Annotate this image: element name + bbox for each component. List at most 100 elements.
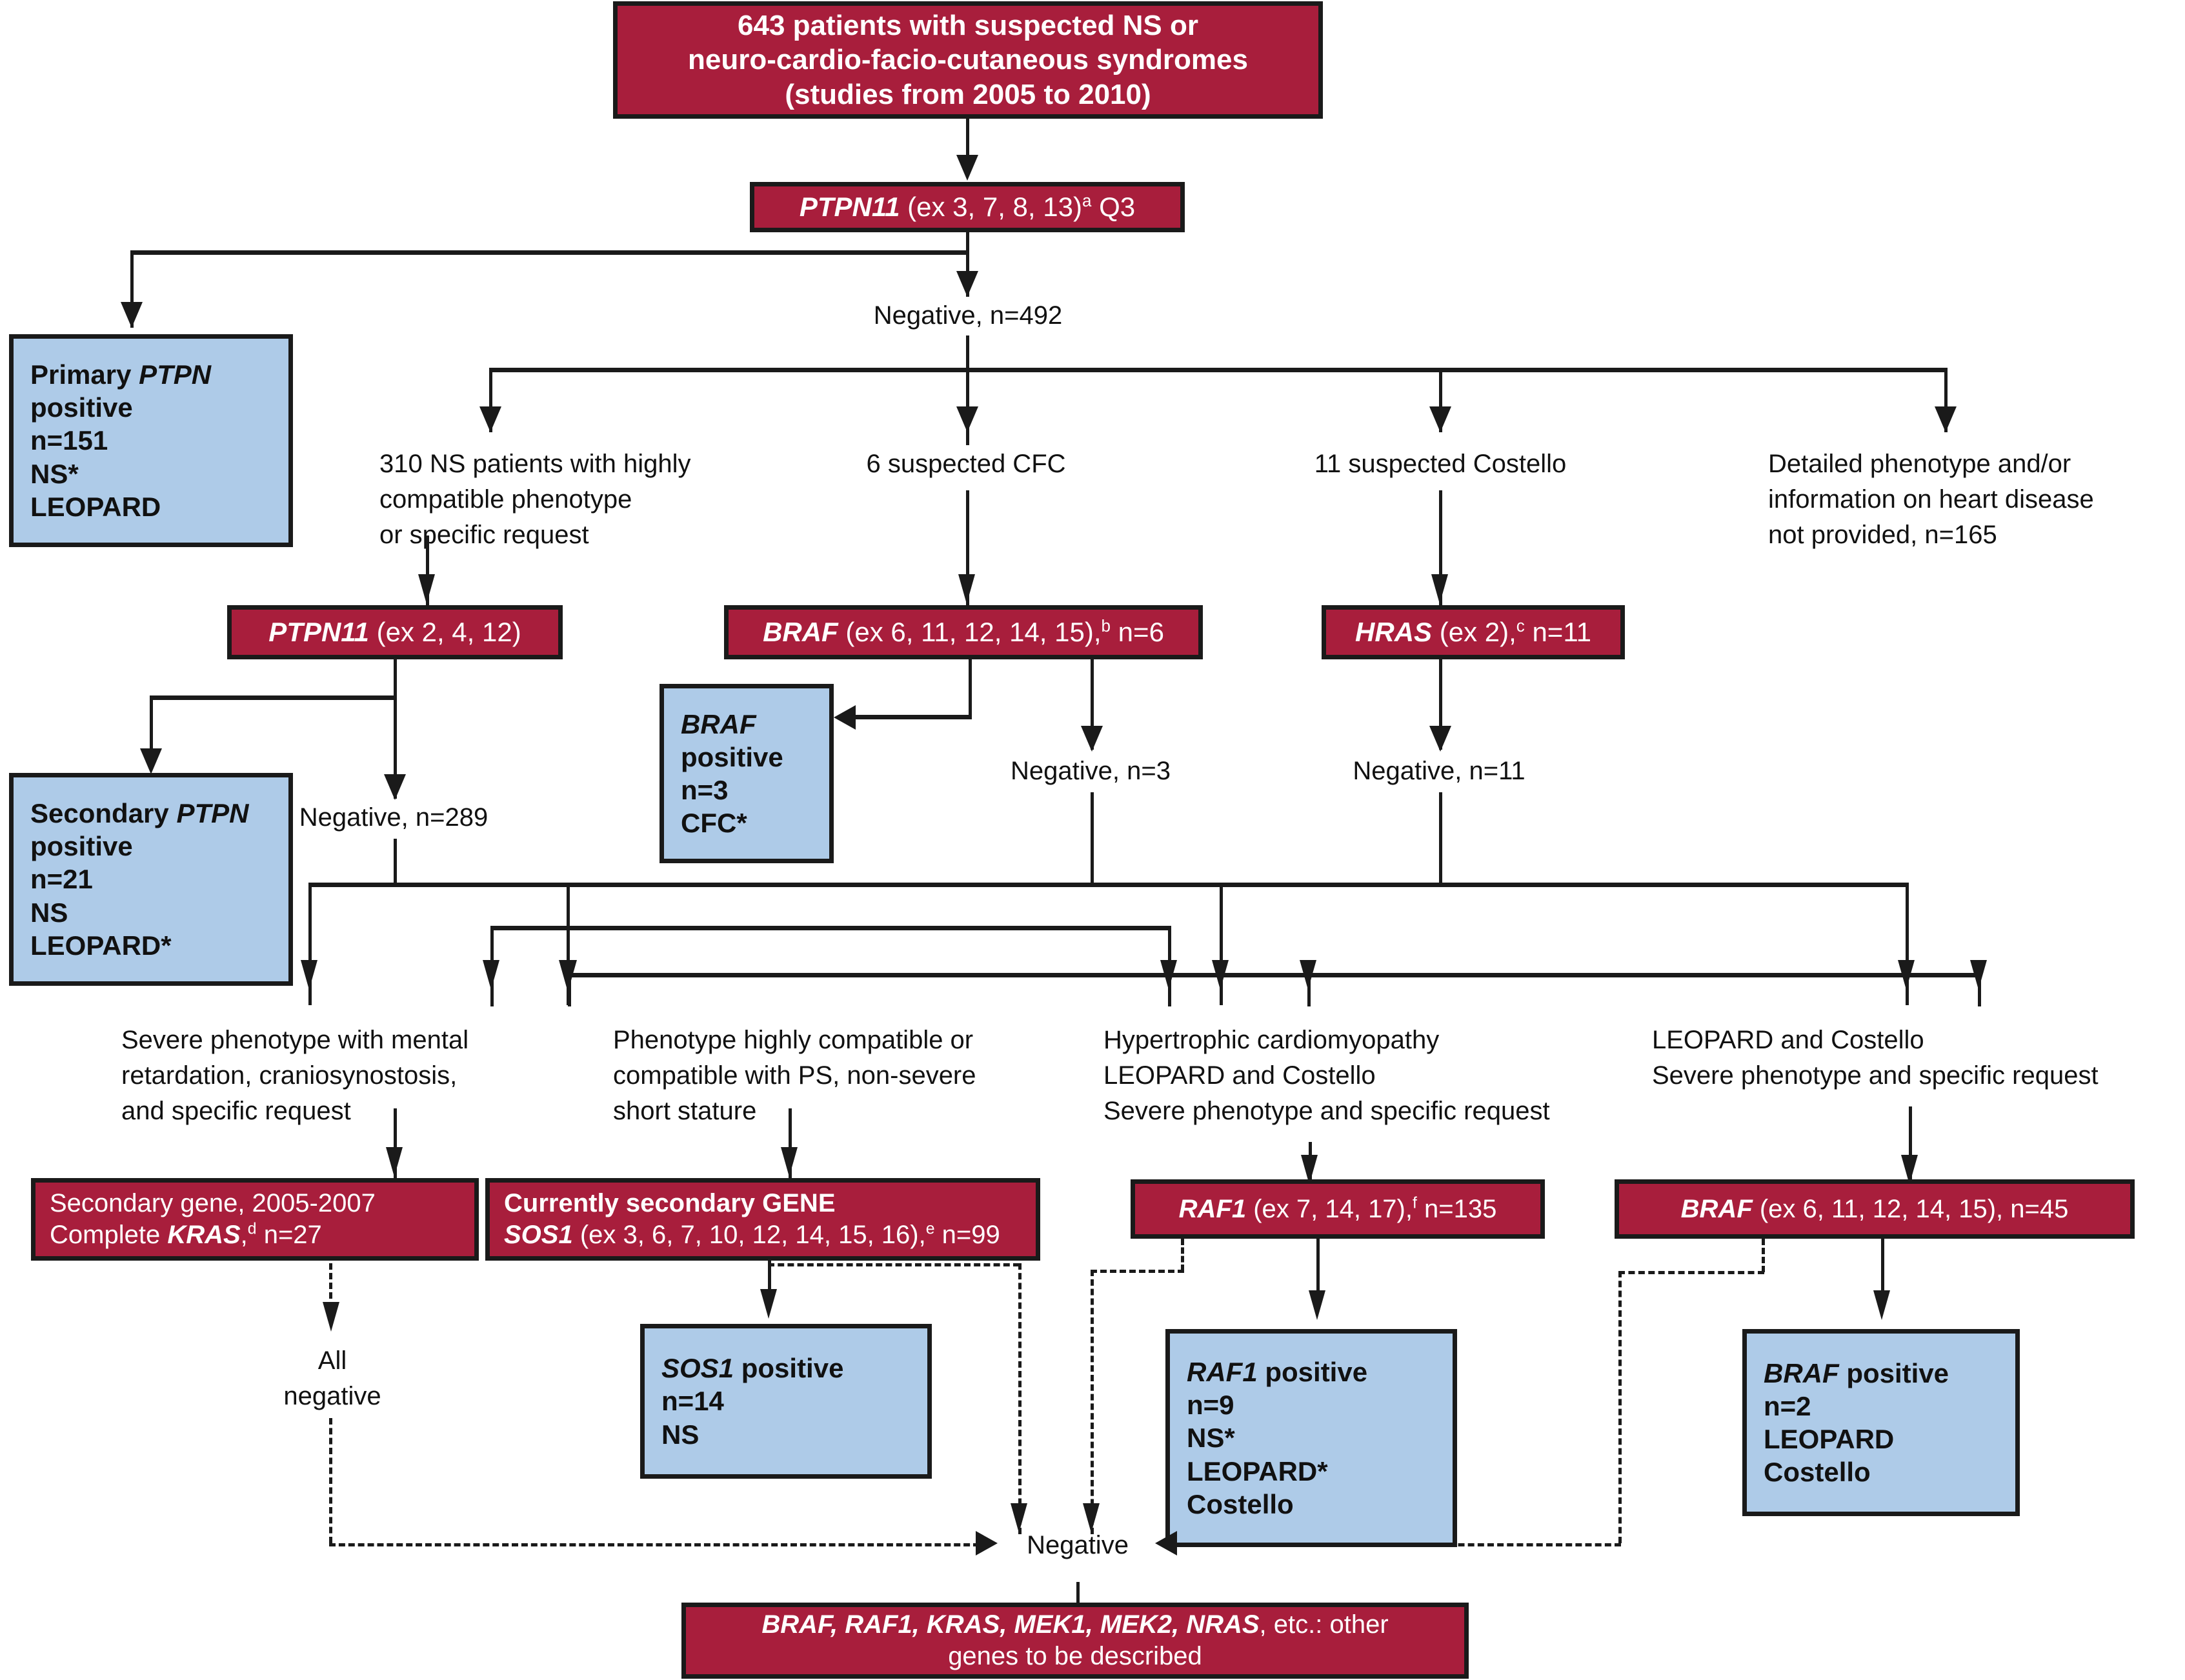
connector-cfc-to-braf xyxy=(966,490,969,606)
arrowhead-to-secondary-positive xyxy=(140,748,162,774)
connector-to-secondary-positive xyxy=(150,695,153,768)
connector-ptpn11b-bar xyxy=(150,695,396,700)
connector-hras-negative xyxy=(1439,659,1442,750)
raf1-positive-tail: positive xyxy=(1257,1356,1368,1387)
label-branch-detailed-phenotype: Detailed phenotype and/or information on… xyxy=(1768,450,2094,550)
node-raf1-ex7-n135: RAF1 (ex 7, 14, 17),f n=135 xyxy=(1131,1179,1545,1239)
braf-positive2-line-2: n=2 xyxy=(1764,1390,1811,1421)
footnote-marker-c: c xyxy=(1516,616,1525,636)
raf1-detail: (ex 7, 14, 17), xyxy=(1246,1194,1413,1223)
arrowhead-cfc-to-braf xyxy=(958,574,975,604)
arrowhead-hras-negative xyxy=(1429,726,1451,752)
ptpn11-q3-text: PTPN11 (ex 3, 7, 8, 13)a Q3 xyxy=(769,190,1166,223)
primary-ptpn-line-5: LEOPARD xyxy=(30,491,161,522)
merge-bar-2 xyxy=(490,926,1171,930)
sos1-line-2: SOS1 (ex 3, 6, 7, 10, 12, 14, 15, 16),e … xyxy=(504,1219,1022,1251)
footnote-marker-a: a xyxy=(1082,191,1092,211)
merge-bar1-leg-a xyxy=(308,883,312,1005)
label-branch-310-ns: 310 NS patients with highly compatible p… xyxy=(379,450,691,550)
ptpn11-ex2-text: PTPN11 (ex 2, 4, 12) xyxy=(246,615,544,648)
gene-name-braf-positive2: BRAF xyxy=(1764,1357,1839,1388)
connector-ptpn11b-negative xyxy=(394,695,397,799)
connector-crit4-to-braf45 xyxy=(1909,1106,1912,1190)
gene-name-raf1-positive: RAF1 xyxy=(1187,1356,1258,1387)
arrowhead-merge-a xyxy=(301,960,317,990)
connector-neg3-drop xyxy=(1091,792,1094,886)
arrowhead-to-primary-positive xyxy=(121,302,143,328)
primary-ptpn-line-1: Primary PTPN xyxy=(30,358,276,391)
connector-braf-to-positive-vert xyxy=(969,659,972,717)
node-root-cohort: 643 patients with suspected NS or neuro-… xyxy=(613,1,1323,119)
arrowhead-merge3-b xyxy=(1300,960,1316,990)
label-criteria-severe-phenotype: Severe phenotype with mental retardation… xyxy=(121,1026,469,1126)
ptpn11-q3-tail: Q3 xyxy=(1091,192,1136,223)
other-genes-line-2: genes to be described xyxy=(948,1642,1202,1670)
kras-line-2: Complete KRAS,d n=27 xyxy=(50,1219,460,1251)
connector-ptpn11-down xyxy=(966,232,969,297)
arrowhead-root-to-ptpn11 xyxy=(956,155,978,181)
node-braf-positive-n2: BRAF positive n=2 LEOPARD Costello xyxy=(1742,1329,2020,1516)
label-negative-11: Negative, n=11 xyxy=(1353,757,1525,785)
gene-name-sos1: SOS1 xyxy=(504,1221,573,1249)
braf-positive-line-4: CFC* xyxy=(681,808,747,839)
merge-bar3-leg-b xyxy=(1307,973,1311,1006)
secondary-ptpn-line-5: LEOPARD* xyxy=(30,930,172,961)
gene-name-ptpn-primary: PTPN xyxy=(139,359,212,390)
label-negative-492: Negative, n=492 xyxy=(873,301,1063,330)
gene-name-sos1-positive: SOS1 xyxy=(661,1353,734,1384)
node-secondary-gene-kras: Secondary gene, 2005-2007 Complete KRAS,… xyxy=(31,1178,479,1261)
arrowhead-raf1-to-positive xyxy=(1309,1290,1325,1320)
sos1-positive-line-2: n=14 xyxy=(661,1386,724,1417)
connector-crit1-to-kras xyxy=(394,1108,397,1179)
connector-neg11-drop xyxy=(1439,792,1442,886)
node-currently-secondary-sos1: Currently secondary GENE SOS1 (ex 3, 6, … xyxy=(485,1178,1040,1261)
arrowhead-raf1-neg xyxy=(1083,1503,1100,1533)
connector-crit2-to-sos1 xyxy=(789,1108,792,1179)
braf-positive2-tail: positive xyxy=(1838,1357,1949,1388)
merge-bar1-leg-d xyxy=(1906,883,1909,1005)
root-line-3: (studies from 2005 to 2010) xyxy=(785,78,1151,110)
label-branch-11-costello: 11 suspected Costello xyxy=(1314,450,1567,478)
hras-ex2-detail: (ex 2), xyxy=(1432,617,1516,648)
hras-ex2-tail: n=11 xyxy=(1524,617,1591,648)
ptpn11-q3-detail: (ex 3, 7, 8, 13) xyxy=(900,192,1082,223)
connector-braf45-to-final xyxy=(1174,1543,1621,1546)
braf-ex6-detail: (ex 6, 11, 12, 14, 15), xyxy=(838,617,1102,648)
connector-to-primary-positive xyxy=(130,250,134,328)
connector-braf45-neg-bar-top xyxy=(1618,1271,1764,1274)
arrowhead-merge3-a xyxy=(560,960,577,990)
braf-positive2-line-4: Costello xyxy=(1764,1457,1871,1488)
label-negative-final: Negative xyxy=(1027,1531,1129,1559)
label-criteria-phenotype-ps: Phenotype highly compatible or compatibl… xyxy=(613,1026,976,1126)
connector-braf-negative xyxy=(1091,659,1094,750)
arrowhead-sos1-to-positive xyxy=(760,1289,777,1319)
raf1-positive-line-3: NS* xyxy=(1187,1423,1235,1454)
secondary-ptpn-prefix: Secondary xyxy=(30,797,177,828)
raf1-positive-line-2: n=9 xyxy=(1187,1390,1234,1421)
connector-fan4-bar xyxy=(489,368,1946,372)
footnote-marker-e: e xyxy=(925,1220,935,1238)
arrowhead-crit1-to-kras xyxy=(386,1147,403,1177)
connector-sos1-neg-drop xyxy=(1018,1263,1022,1534)
primary-ptpn-line-4: NS* xyxy=(30,458,79,489)
arrowhead-ptpn11b-negative xyxy=(384,774,406,800)
connector-braf45-neg-drop2 xyxy=(1618,1271,1622,1543)
merge-bar1-leg-b xyxy=(567,883,570,1005)
other-genes-line-1: BRAF, RAF1, KRAS, MEK1, MEK2, NRAS, etc.… xyxy=(700,1609,1450,1641)
gene-name-kras: KRAS xyxy=(167,1221,241,1249)
arrowhead-fan4-b2 xyxy=(956,406,978,432)
kras-comma: , xyxy=(240,1221,248,1249)
node-raf1-positive: RAF1 positive n=9 NS* LEOPARD* Costello xyxy=(1165,1329,1457,1547)
arrowhead-crit2-to-sos1 xyxy=(781,1147,798,1177)
secondary-ptpn-line-3: n=21 xyxy=(30,864,93,895)
connector-sos1-to-positive xyxy=(768,1261,771,1306)
arrowhead-fan4-b4 xyxy=(1935,406,1957,432)
sos1-positive-line-3: NS xyxy=(661,1419,700,1450)
arrowhead-sos1-neg xyxy=(1011,1503,1027,1533)
gene-name-ptpn11-b: PTPN11 xyxy=(268,617,369,648)
gene-name-ptpn11: PTPN11 xyxy=(799,192,900,223)
arrowhead-braf45-to-final xyxy=(1155,1531,1177,1555)
arrowhead-merge2-a xyxy=(483,960,499,990)
node-hras-ex2-n11: HRAS (ex 2),c n=11 xyxy=(1322,605,1625,659)
